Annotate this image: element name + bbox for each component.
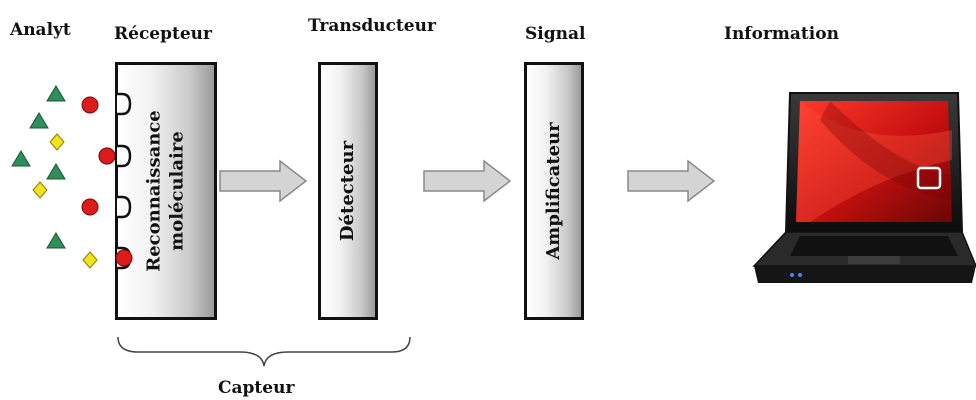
analyte-diamond (32, 181, 48, 199)
arrow-1 (219, 159, 308, 203)
information-label: Information (724, 24, 839, 44)
analyte-diamond (49, 133, 65, 151)
sensor-label: Capteur (218, 378, 295, 398)
analyte-circle (81, 96, 99, 114)
detector-box: Détecteur (318, 62, 378, 320)
analyte-triangle (46, 232, 66, 249)
signal-label: Signal (525, 24, 586, 44)
detector-text: Détecteur (336, 140, 358, 242)
analyte-triangle (46, 163, 66, 180)
receptor-label: Récepteur (114, 24, 212, 44)
analyte-triangle (29, 112, 49, 129)
amplifier-box: Amplificateur (524, 62, 584, 320)
transducer-label: Transducteur (308, 16, 436, 36)
analyte-circle (81, 198, 99, 216)
receptor-box: Reconnaissance moléculaire (115, 62, 217, 320)
laptop-icon (752, 92, 976, 283)
analyte-triangle (11, 150, 31, 167)
amplifier-text: Amplificateur (542, 122, 564, 260)
analyte-diamond (82, 251, 98, 269)
sensor-brace (117, 336, 411, 367)
arrow-3 (627, 159, 716, 203)
analyte-label: Analyt (10, 20, 71, 40)
analyte-triangle (46, 85, 66, 102)
arrow-2 (423, 159, 512, 203)
